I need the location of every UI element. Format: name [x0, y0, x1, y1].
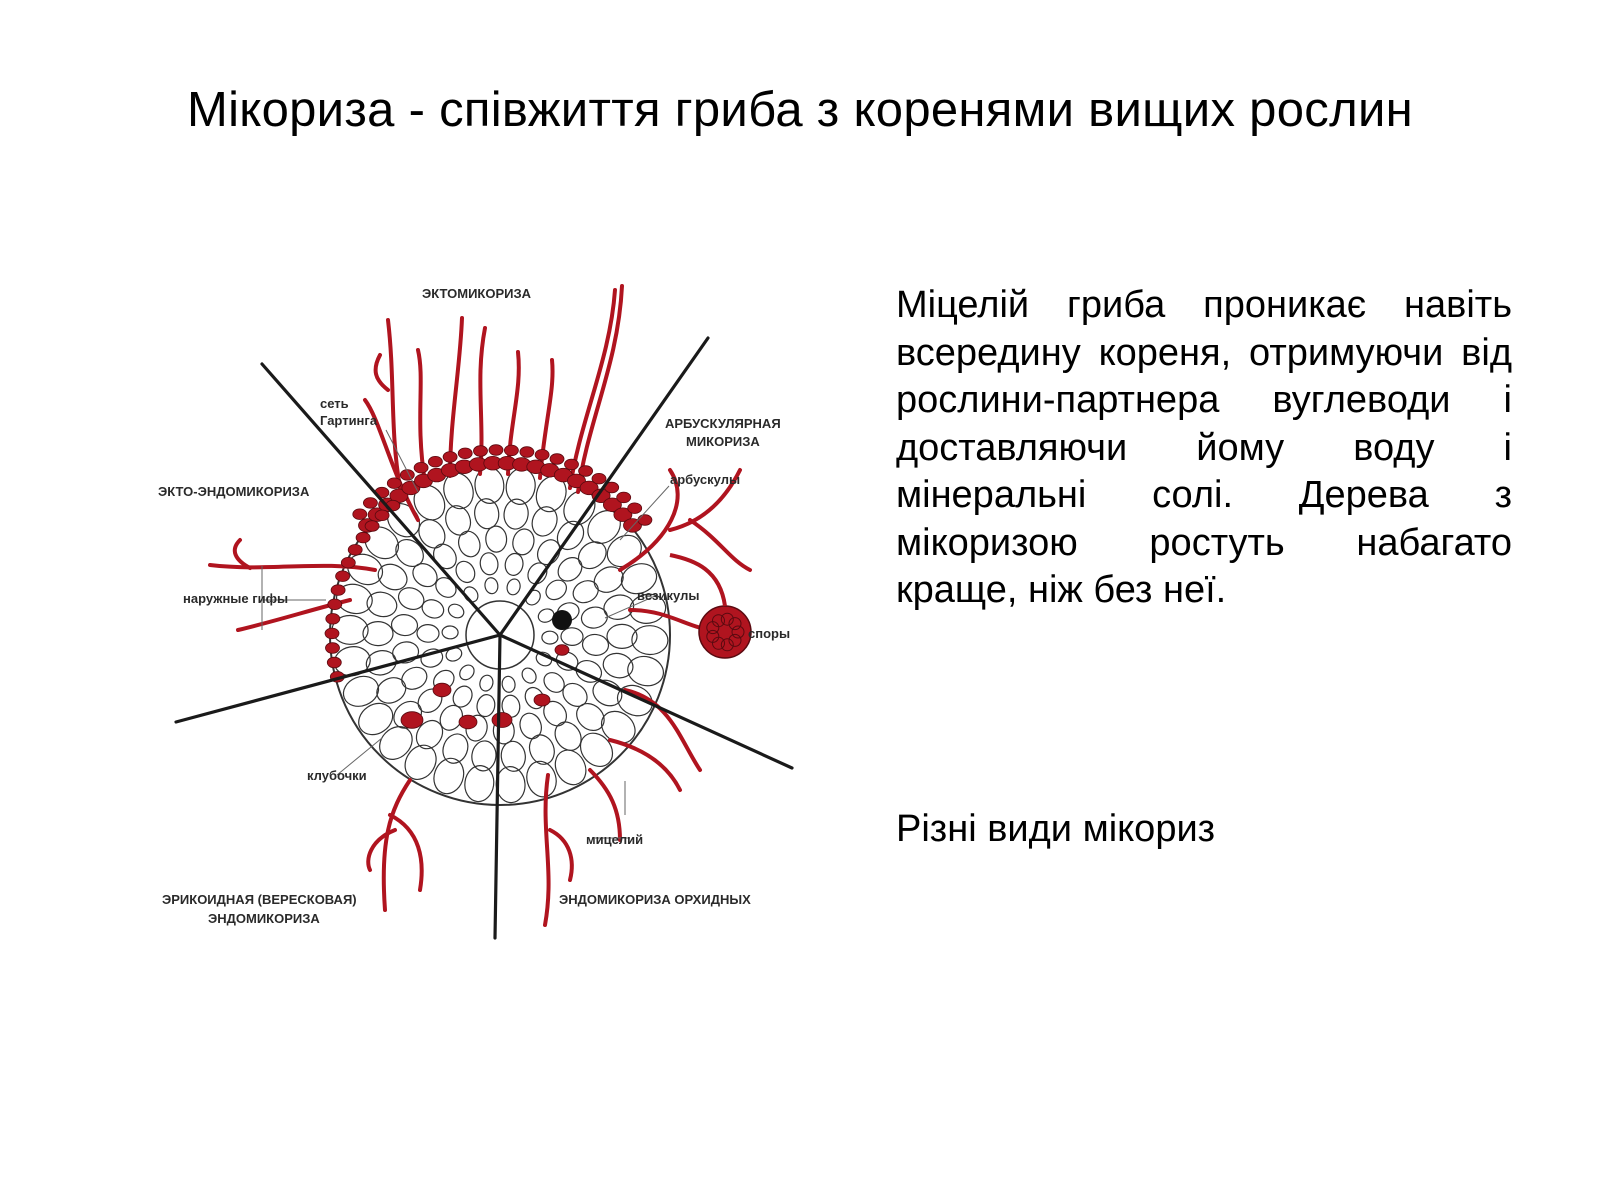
label-ectomycorrhiza: ЭКТОМИКОРИЗА	[422, 286, 532, 301]
label-hartig-net: сеть	[320, 396, 349, 411]
label-spores: споры	[748, 626, 790, 641]
slide-title: Мікориза - співжиття гриба з коренями ви…	[186, 83, 1414, 137]
sector-line	[260, 362, 502, 637]
label-outer-hyphae: наружные гифы	[183, 591, 288, 606]
spore-cluster	[669, 553, 752, 659]
label-coils: клубочки	[307, 768, 367, 783]
label-hartig-net: Гартинга	[320, 413, 378, 428]
label-orchid-mycorrhiza: ЭНДОМИКОРИЗА ОРХИДНЫХ	[559, 892, 751, 907]
label-arbuscules: арбускулы	[670, 472, 740, 487]
sector-line	[498, 633, 794, 770]
diagram-caption: Різні види мікориз	[896, 808, 1216, 850]
mycorrhiza-diagram-svg: ЭКТОМИКОРИЗА сеть Гартинга ЭКТО-ЭНДОМИКО…	[158, 284, 794, 940]
sector-lines	[174, 336, 794, 940]
description-text: Міцелій гриба проникає навіть всередину …	[896, 284, 1512, 611]
label-vesicles: везикулы	[637, 588, 699, 603]
fungal-cells	[324, 444, 653, 730]
sector-line	[174, 633, 502, 724]
label-ecto-endomycorrhiza: ЭКТО-ЭНДОМИКОРИЗА	[158, 484, 310, 499]
label-mycelium: мицелий	[586, 832, 643, 847]
sector-line	[498, 336, 710, 637]
label-ericoid: ЭНДОМИКОРИЗА	[208, 911, 320, 926]
sector-line	[493, 633, 502, 940]
label-arbuscular: МИКОРИЗА	[686, 434, 760, 449]
label-arbuscular: АРБУСКУЛЯРНАЯ	[665, 416, 781, 431]
mycorrhiza-diagram: ЭКТОМИКОРИЗА сеть Гартинга ЭКТО-ЭНДОМИКО…	[150, 270, 830, 975]
leader-lines	[261, 429, 670, 839]
label-ericoid: ЭРИКОИДНАЯ (ВЕРЕСКОВАЯ)	[162, 892, 357, 907]
